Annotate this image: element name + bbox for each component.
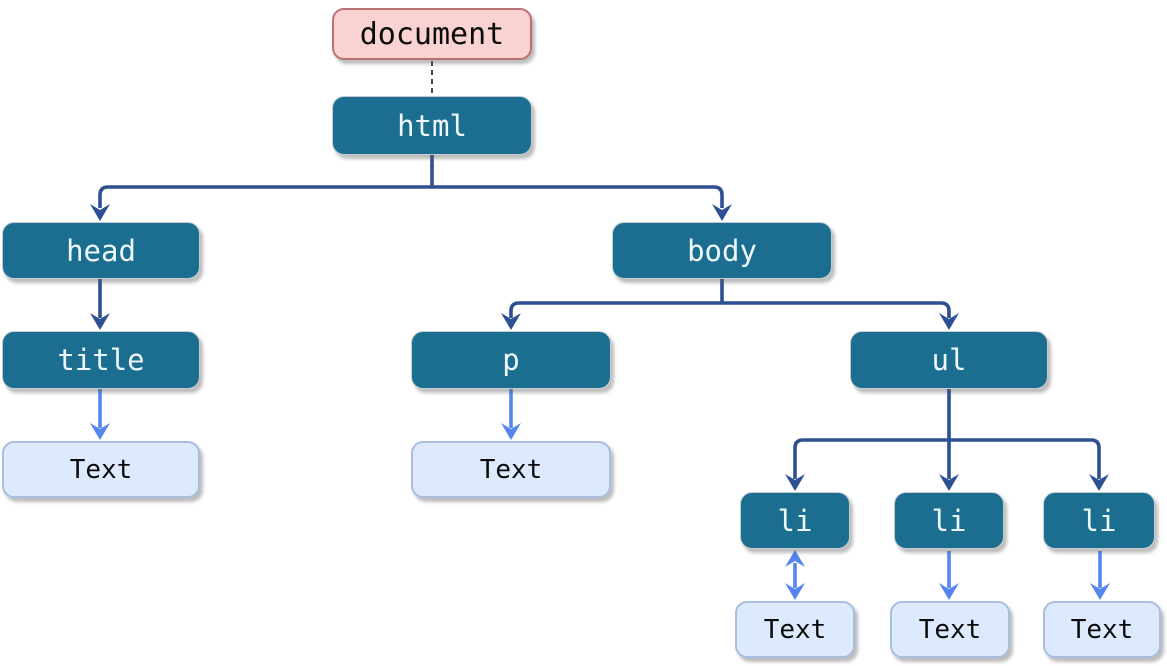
node-document: document: [332, 8, 532, 60]
arrowhead-html-head: [90, 204, 110, 221]
node-html-label: html: [397, 108, 467, 143]
arrowhead-head-title: [90, 313, 110, 330]
node-text-title-label: Text: [69, 454, 133, 485]
arrowhead-title-text: [90, 423, 110, 440]
node-li-3-label: li: [1081, 503, 1117, 538]
node-title: title: [2, 331, 200, 389]
arrowhead-html-body: [712, 204, 732, 221]
node-li-1: li: [740, 492, 850, 549]
arrowhead-ul-li2: [939, 474, 959, 491]
node-text-li-3-label: Text: [1070, 614, 1134, 645]
node-text-li-1-label: Text: [763, 614, 827, 645]
node-text-title: Text: [2, 441, 200, 498]
node-ul-label: ul: [931, 343, 967, 377]
arrowhead-li3-text: [1090, 583, 1110, 600]
arrowhead-li1-text-up: [785, 550, 805, 567]
node-ul: ul: [850, 331, 1048, 389]
arrowhead-li1-text-down: [785, 583, 805, 600]
node-li-3: li: [1043, 492, 1155, 549]
node-head: head: [2, 222, 200, 279]
node-text-li-3: Text: [1043, 601, 1161, 658]
arrowhead-ul-li1: [785, 474, 805, 491]
arrowhead-p-text: [501, 423, 521, 440]
node-body-label: body: [687, 233, 757, 268]
node-li-2-label: li: [931, 503, 967, 538]
arrowhead-body-ul: [939, 313, 959, 330]
edge-html-branch-rail: [98, 185, 724, 208]
edge-ul-branch-rail: [793, 438, 1101, 479]
node-li-2: li: [894, 492, 1004, 549]
node-body: body: [612, 222, 832, 279]
node-html: html: [332, 96, 532, 155]
arrowhead-li2-text: [939, 583, 959, 600]
arrowhead-body-p: [501, 313, 521, 330]
node-li-1-label: li: [777, 503, 813, 538]
edge-body-branch-rail: [509, 301, 951, 318]
node-text-p: Text: [411, 441, 611, 498]
node-title-label: title: [57, 343, 145, 377]
node-p: p: [411, 331, 611, 389]
node-p-label: p: [502, 343, 520, 377]
arrowhead-ul-li3: [1089, 474, 1109, 491]
node-head-label: head: [66, 233, 136, 268]
node-text-li-1: Text: [735, 601, 855, 658]
node-text-li-2: Text: [890, 601, 1010, 658]
node-document-label: document: [359, 16, 505, 52]
node-text-li-2-label: Text: [918, 614, 982, 645]
node-text-p-label: Text: [479, 454, 543, 485]
